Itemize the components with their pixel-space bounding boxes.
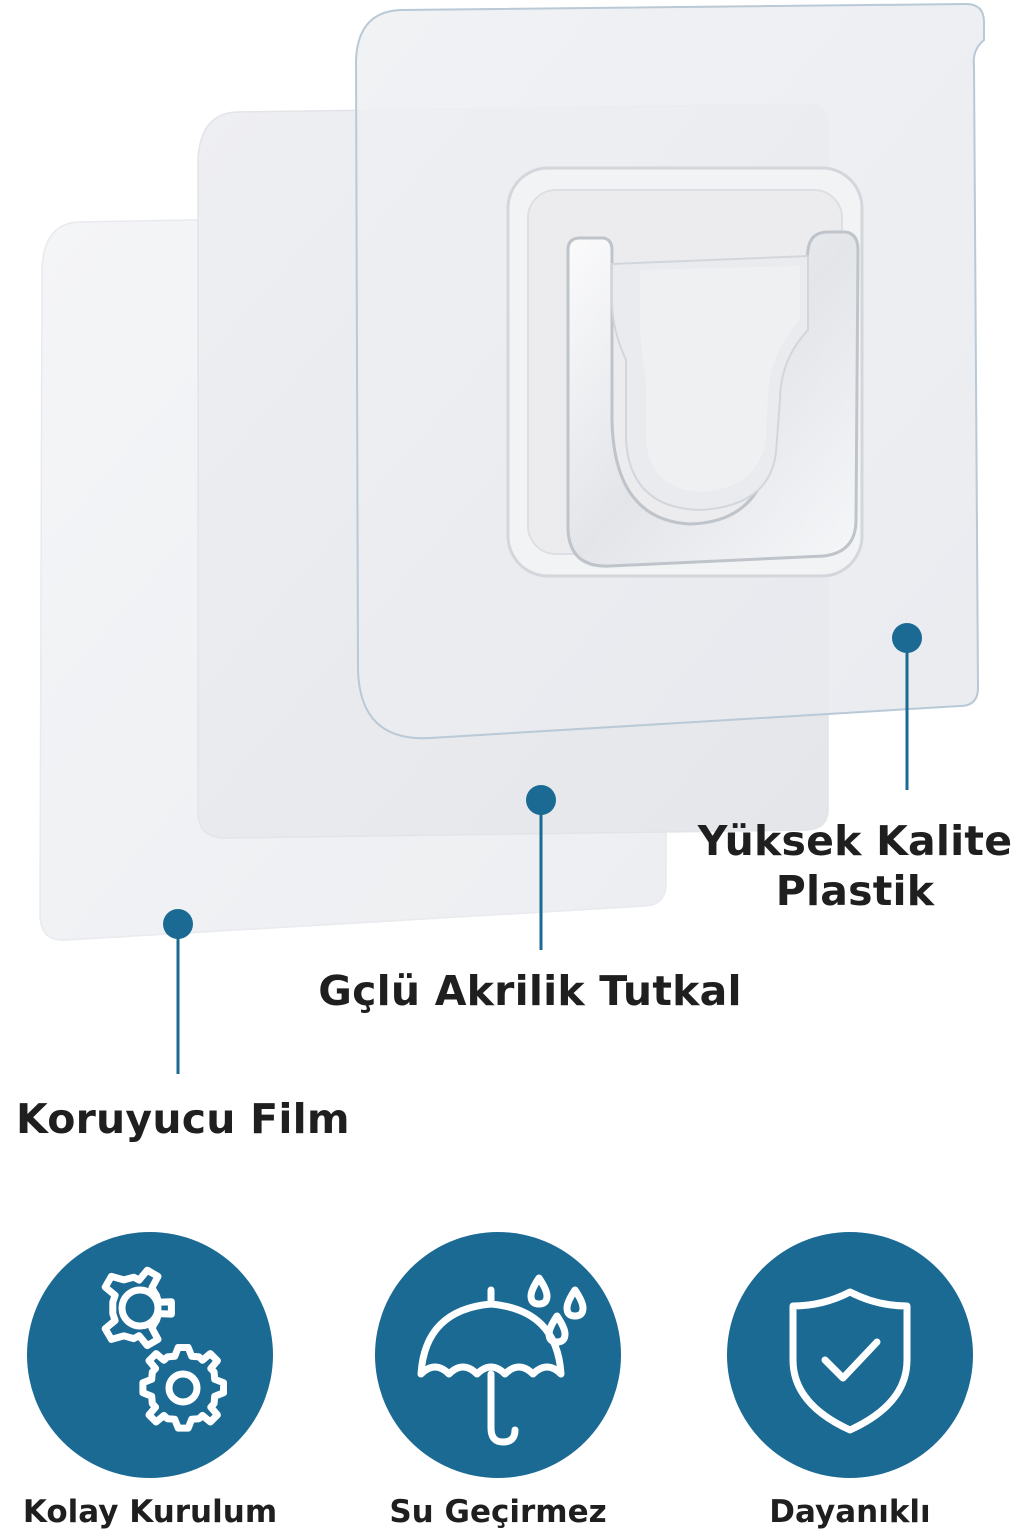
feature-label: Su Geçirmez bbox=[389, 1494, 607, 1530]
feature-circle bbox=[375, 1232, 621, 1478]
feature-dayanikli: Dayanıklı bbox=[700, 1232, 1000, 1530]
gears-icon bbox=[101, 1266, 227, 1432]
feature-su-gecirmez: Su Geçirmez bbox=[348, 1232, 648, 1530]
callout-label-plastik-line2: Plastik bbox=[775, 867, 935, 916]
feature-circle bbox=[727, 1232, 973, 1478]
feature-label: Dayanıklı bbox=[769, 1494, 931, 1530]
callout-film-marker bbox=[163, 909, 193, 1074]
callout-plastik-marker bbox=[892, 623, 922, 790]
callout-label-tutkal: Gçlü Akrilik Tutkal bbox=[318, 967, 742, 1015]
hook-layers-illustration bbox=[39, 2, 985, 1074]
umbrella-rain-icon bbox=[417, 1274, 587, 1446]
callout-tutkal-marker bbox=[526, 785, 556, 950]
feature-label: Kolay Kurulum bbox=[22, 1494, 278, 1530]
callout-label-film: Koruyucu Film bbox=[16, 1095, 350, 1143]
feature-circle bbox=[27, 1232, 273, 1478]
shield-check-icon bbox=[789, 1288, 911, 1434]
callout-label-plastik: Yüksek Kalite Plastik bbox=[690, 816, 1020, 916]
callout-label-plastik-line1: Yüksek Kalite bbox=[697, 817, 1013, 865]
feature-kolay-kurulum: Kolay Kurulum bbox=[0, 1232, 300, 1530]
